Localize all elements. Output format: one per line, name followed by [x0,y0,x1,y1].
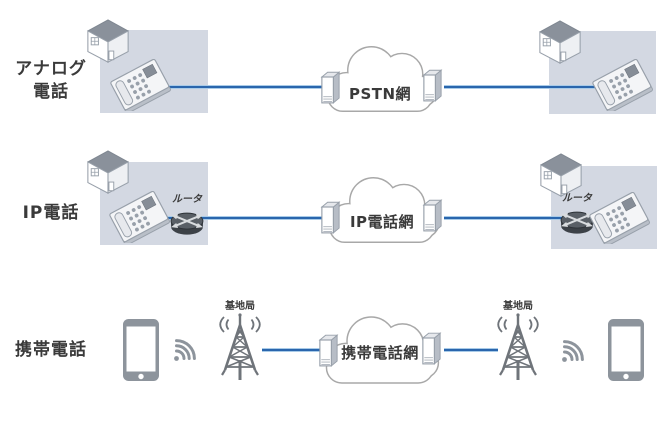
wifi-signal-icon [558,336,588,366]
smartphone-icon [122,318,160,382]
network-link-line [262,348,334,352]
cell-tower-icon [211,312,269,384]
network-name-mobile: 携帯電話網 [341,344,419,362]
wifi-signal-icon [170,335,200,365]
network-name-ip: IP電話網 [349,213,415,231]
network-link-line [444,85,600,89]
row-label-mobile: 携帯電話 [15,340,87,360]
cell-tower-icon [489,312,547,384]
network-link-line [444,348,498,352]
row-label-line: 電話 [33,82,69,102]
network-link-line [160,216,335,220]
base-station-label: 基地局 [225,301,255,312]
base-station-label: 基地局 [503,301,533,312]
router-label: ルータ [562,193,592,204]
network-link-line [163,85,335,89]
row-label-ip: IP電話 [22,203,80,223]
row-label-analog: アナログ 電話 [4,58,98,104]
row-label-line: アナログ [15,59,87,79]
smartphone-icon [607,318,645,382]
network-name-pstn: PSTN網 [348,85,412,103]
router-label: ルータ [172,194,202,205]
network-link-line [444,216,600,220]
